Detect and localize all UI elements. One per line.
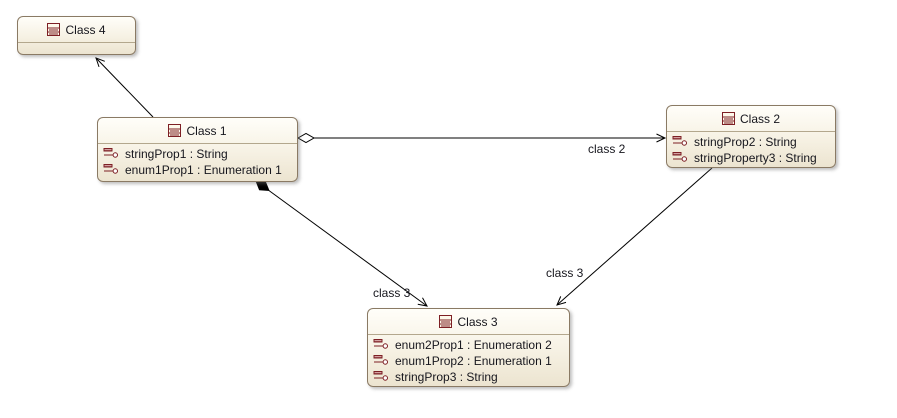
attribute-item[interactable]: enum1Prop1 : Enumeration 1 — [98, 162, 297, 178]
property-icon — [672, 151, 689, 165]
property-icon — [373, 338, 390, 352]
attribute-text: enum1Prop1 : Enumeration 1 — [125, 163, 282, 177]
attribute-item[interactable]: stringProp2 : String — [667, 134, 835, 150]
attribute-item[interactable]: stringProperty3 : String — [667, 150, 835, 166]
edge-label-class3-from-class2[interactable]: class 3 — [546, 266, 584, 280]
edge-label-class2[interactable]: class 2 — [588, 142, 626, 156]
edge-class1-class3-filled-diamond[interactable] — [255, 180, 270, 192]
property-icon — [672, 135, 689, 149]
class-name: Class 4 — [65, 22, 106, 37]
class-name: Class 1 — [186, 123, 227, 138]
attribute-item[interactable]: stringProp3 : String — [368, 369, 569, 385]
class-name: Class 2 — [739, 111, 780, 126]
property-icon — [103, 147, 120, 161]
class-title-row: Class 2 — [667, 106, 835, 132]
edge-class1-class3[interactable] — [268, 190, 428, 307]
class-title-row: Class 4 — [18, 17, 135, 43]
attribute-item[interactable]: stringProp1 : String — [98, 146, 297, 162]
class-node-class4[interactable]: Class 4 — [17, 16, 136, 55]
attributes-compartment — [18, 43, 135, 54]
attribute-text: stringProp2 : String — [694, 135, 797, 149]
class-icon — [168, 124, 182, 137]
attribute-text: enum1Prop2 : Enumeration 1 — [395, 354, 552, 368]
attributes-compartment: enum2Prop1 : Enumeration 2 enum1Prop2 : … — [368, 335, 569, 386]
attribute-item[interactable]: enum1Prop2 : Enumeration 1 — [368, 353, 569, 369]
class-node-class3[interactable]: Class 3 enum2Prop1 : Enumeration 2 — [367, 308, 570, 387]
attributes-compartment: stringProp2 : String stringProperty3 : S… — [667, 132, 835, 167]
attribute-item[interactable]: enum2Prop1 : Enumeration 2 — [368, 337, 569, 353]
edge-class1-class4[interactable] — [95, 57, 154, 118]
attribute-text: stringProp3 : String — [395, 370, 498, 384]
class-node-class1[interactable]: Class 1 stringProp1 : String — [97, 117, 298, 182]
property-icon — [373, 354, 390, 368]
property-icon — [103, 163, 120, 177]
edge-class2-class3[interactable] — [556, 167, 713, 306]
attribute-text: stringProp1 : String — [125, 147, 228, 161]
class-name: Class 3 — [457, 314, 498, 329]
class-title-row: Class 3 — [368, 309, 569, 335]
attributes-compartment: stringProp1 : String enum1Prop1 : Enumer… — [98, 144, 297, 181]
class-icon — [47, 23, 61, 36]
class-icon — [439, 315, 453, 328]
attribute-text: stringProperty3 : String — [694, 151, 817, 165]
edge-label-class3-from-class1[interactable]: class 3 — [373, 286, 411, 300]
class-icon — [721, 112, 735, 125]
edge-class1-class2-hollow-diamond[interactable] — [296, 132, 316, 144]
property-icon — [373, 370, 390, 384]
class-title-row: Class 1 — [98, 118, 297, 144]
attribute-text: enum2Prop1 : Enumeration 2 — [395, 338, 552, 352]
class-node-class2[interactable]: Class 2 stringProp2 : String — [666, 105, 836, 168]
